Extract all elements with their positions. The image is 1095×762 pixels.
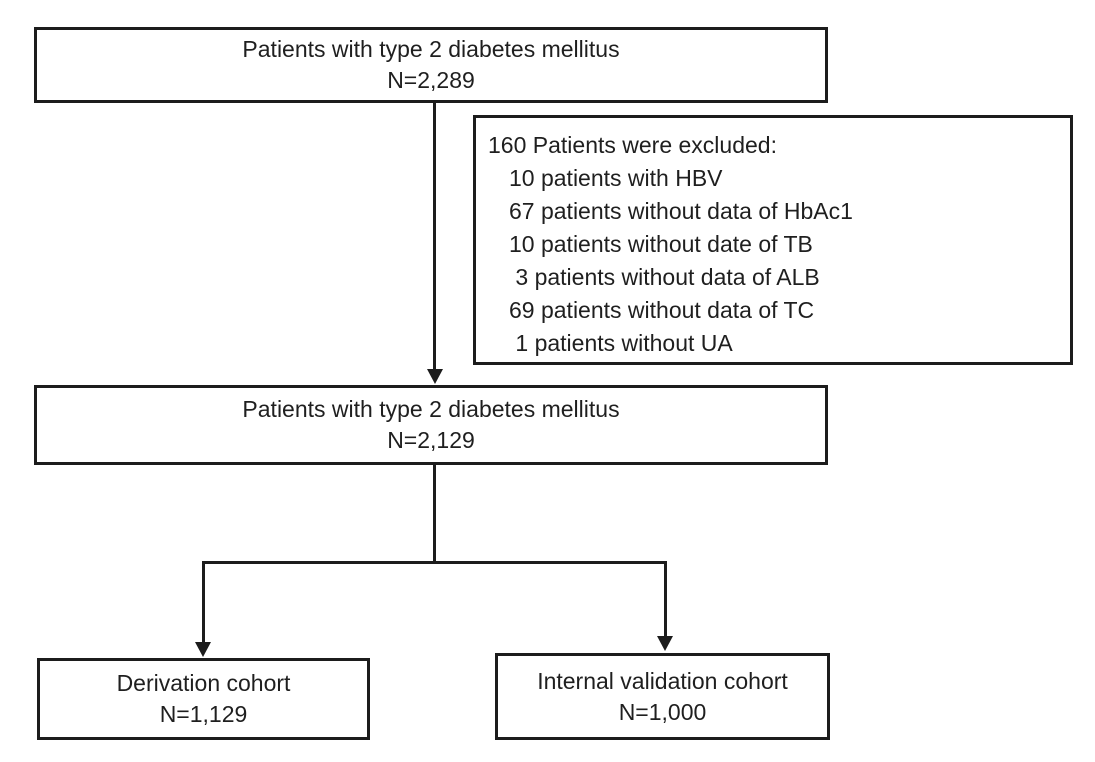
node-total-patients: Patients with type 2 diabetes mellitus N… xyxy=(34,27,828,103)
connector-included-to-branch xyxy=(433,465,436,563)
node-included-label: Patients with type 2 diabetes mellitus xyxy=(242,396,620,422)
node-included-count: N=2,129 xyxy=(387,427,475,453)
exclusion-item: 10 patients without date of TB xyxy=(509,231,813,257)
connector-branch-horizontal xyxy=(202,561,667,564)
node-derivation-label: Derivation cohort xyxy=(116,670,291,696)
node-total-count: N=2,289 xyxy=(387,67,475,93)
exclusion-item: 1 patients without UA xyxy=(509,330,733,356)
node-validation-cohort: Internal validation cohort N=1,000 xyxy=(495,653,830,740)
node-validation-count: N=1,000 xyxy=(618,698,707,725)
node-total-label: Patients with type 2 diabetes mellitus xyxy=(242,36,620,62)
node-exclusions: 160 Patients were excluded: 10 patients … xyxy=(473,115,1073,365)
exclusion-item: 67 patients without data of HbAc1 xyxy=(509,198,853,224)
exclusion-item: 3 patients without data of ALB xyxy=(509,264,820,290)
exclusion-item: 69 patients without data of TC xyxy=(509,297,815,323)
arrowhead-included-icon xyxy=(427,369,443,384)
connector-top-to-included xyxy=(433,103,436,371)
arrowhead-validation-icon xyxy=(657,636,673,651)
exclusion-item: 10 patients with HBV xyxy=(509,165,723,191)
node-validation-label: Internal validation cohort xyxy=(537,667,788,694)
arrowhead-derivation-icon xyxy=(195,642,211,657)
exclusion-title: 160 Patients were excluded: xyxy=(488,132,777,158)
node-included-patients: Patients with type 2 diabetes mellitus N… xyxy=(34,385,828,465)
connector-branch-to-derivation xyxy=(202,561,205,644)
node-derivation-cohort: Derivation cohort N=1,129 xyxy=(37,658,370,740)
connector-branch-to-validation xyxy=(664,561,667,638)
node-derivation-count: N=1,129 xyxy=(159,701,248,727)
